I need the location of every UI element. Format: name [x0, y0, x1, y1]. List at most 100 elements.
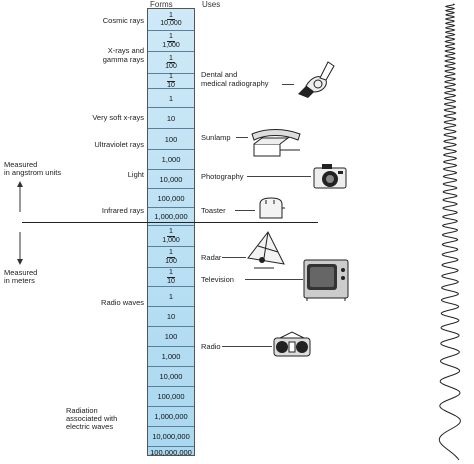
- form-xray-line2: gamma rays: [102, 55, 144, 64]
- scale-numerator: 1: [167, 11, 175, 20]
- form-infrared: Infrared rays: [101, 206, 144, 215]
- scale-cell: 100: [148, 326, 194, 346]
- scale-cell: 10,000: [148, 366, 194, 386]
- scale-cell: 10,000: [148, 169, 194, 188]
- scale-value: 10,000,000: [152, 432, 190, 441]
- form-ultraviolet: Ultraviolet rays: [94, 140, 144, 149]
- form-cosmic-rays: Cosmic rays: [102, 16, 144, 25]
- toaster-icon: [259, 197, 285, 219]
- dental-leader: [282, 84, 294, 85]
- form-light: Light: [127, 170, 144, 179]
- scale-cell: 1,000,000: [148, 406, 194, 426]
- scale-denominator: 10: [167, 81, 175, 89]
- use-radar: Radar: [201, 253, 222, 262]
- use-toaster: Toaster: [201, 206, 226, 215]
- scale-value: 10,000: [159, 372, 183, 381]
- photo-leader: [247, 176, 311, 177]
- scale-denominator: 10: [167, 277, 175, 285]
- scale-value: 1: [168, 93, 174, 103]
- scale-value: 100: [164, 134, 178, 144]
- form-xray-line1: X-rays and: [107, 46, 144, 55]
- scale-cell: 1,000: [148, 346, 194, 366]
- radio-leader: [222, 346, 272, 347]
- use-dental-line1: Dental and: [201, 70, 238, 79]
- meters-label-line1: Measured: [4, 268, 38, 277]
- form-radiation-line2: associated with: [66, 414, 118, 423]
- scale-cell: 1: [148, 286, 194, 306]
- scale-denominator: 1,000: [162, 41, 180, 49]
- sunlamp-icon: [251, 129, 301, 157]
- angstrom-label-line1: Measured: [4, 160, 38, 169]
- scale-numerator: 1: [167, 269, 175, 278]
- radar-leader: [222, 257, 246, 258]
- scale-denominator: 100: [165, 63, 177, 70]
- scale-cell: 1,000,000: [148, 207, 194, 225]
- scale-denominator: 10,000: [160, 20, 182, 27]
- scale-value: 100,000: [157, 392, 185, 401]
- television-icon: [303, 259, 349, 301]
- scale-cell: 1: [148, 88, 194, 107]
- scale-numerator: 1: [167, 33, 175, 42]
- tv-leader: [245, 279, 303, 280]
- scale-cell: 100,000,000: [148, 446, 194, 457]
- scale-value: 1,000: [161, 155, 181, 164]
- camera-icon: [313, 164, 347, 189]
- use-photography: Photography: [201, 172, 244, 181]
- scale-value: 100,000,000: [150, 447, 192, 457]
- unit-divider-line: [22, 222, 318, 223]
- scale-value: 100: [164, 332, 178, 341]
- form-very-soft-xrays: Very soft x-rays: [92, 113, 144, 122]
- scale-denominator: 1,000: [162, 236, 180, 244]
- uses-header: Uses: [202, 0, 221, 9]
- scale-numerator: 1: [167, 228, 175, 237]
- radar-dish-icon: [247, 231, 285, 269]
- scale-numerator: 1: [167, 249, 175, 258]
- scale-cell: 100: [148, 128, 194, 149]
- scale-value: 1,000: [161, 352, 181, 361]
- forms-header: Forms: [150, 0, 173, 9]
- scale-cell: 10: [148, 306, 194, 326]
- form-radio-waves: Radio waves: [101, 298, 144, 307]
- scale-value: 100,000: [157, 193, 185, 203]
- sunlamp-leader: [236, 137, 248, 138]
- scale-numerator: 1: [167, 54, 175, 63]
- use-radio: Radio: [201, 342, 221, 351]
- scale-cell: 10: [148, 107, 194, 128]
- use-sunlamp: Sunlamp: [201, 133, 231, 142]
- scale-value: 1,000,000: [154, 412, 188, 421]
- toaster-leader: [235, 210, 255, 211]
- wave-icon: [438, 3, 461, 461]
- scale-numerator: 1: [167, 73, 175, 82]
- use-television: Television: [201, 275, 234, 284]
- scale-value: 10: [166, 312, 176, 321]
- form-radiation-line3: electric waves: [66, 422, 114, 431]
- form-radiation-line1: Radiation: [66, 406, 98, 415]
- scale-cell: 100,000: [148, 386, 194, 406]
- dental-xray-icon: [298, 61, 335, 98]
- scale-value: 10: [166, 113, 176, 123]
- angstrom-label-line2: in angstrom units: [4, 168, 62, 177]
- scale-cell: 100,000: [148, 188, 194, 207]
- scale-cell: 10,000,000: [148, 426, 194, 446]
- scale-value: 1,000,000: [154, 212, 188, 221]
- scale-denominator: 100: [165, 257, 177, 265]
- radio-icon: [273, 331, 311, 357]
- scale-cell: 1,000: [148, 149, 194, 169]
- meters-label-line2: in meters: [4, 276, 35, 285]
- scale-value: 1: [168, 292, 174, 301]
